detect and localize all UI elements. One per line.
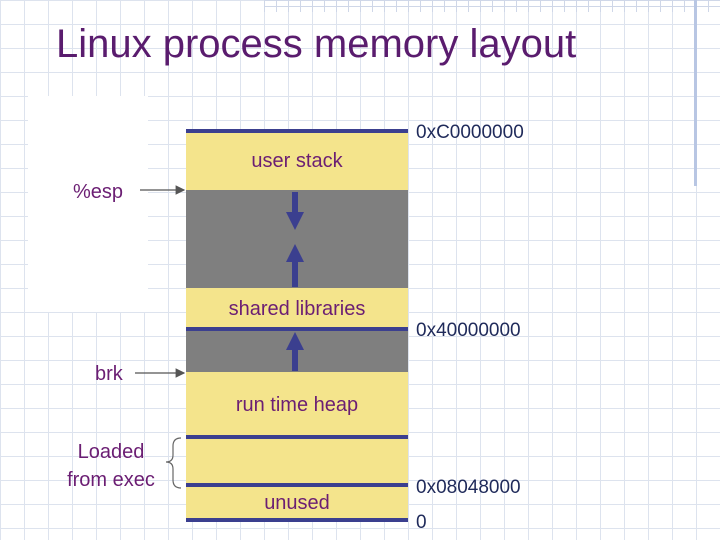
address-libs: 0x40000000: [416, 320, 521, 341]
segment-label-user-stack: user stack: [251, 149, 343, 172]
pointer-label-esp: %esp: [73, 181, 124, 203]
page-title: Linux process memory layout: [56, 22, 577, 66]
pointer-label-brk: brk: [95, 363, 123, 385]
segment-shared-libraries: shared libraries: [186, 288, 408, 330]
annotation-line-2: from exec: [67, 469, 155, 491]
segment-label-unused: unused: [264, 491, 330, 514]
boundary-line-heap: [186, 435, 408, 439]
annotation-line-1: Loaded: [77, 441, 145, 463]
boundary-line-top: [186, 129, 408, 133]
top-decorative-band: [264, 0, 720, 12]
arrow-down-icon: [286, 192, 304, 230]
arrow-up-icon: [286, 244, 304, 287]
segment-exec-image: [186, 438, 408, 486]
segment-run-time-heap: run time heap: [186, 372, 408, 438]
segment-user-stack: user stack: [186, 132, 408, 190]
brace-icon: [165, 437, 182, 489]
segment-unused: unused: [186, 486, 408, 520]
segment-label-run-time-heap: run time heap: [235, 393, 359, 416]
arrow-up-icon: [286, 332, 304, 371]
right-decorative-bar: [694, 0, 697, 186]
boundary-line-bottom: [186, 518, 408, 522]
boundary-line-libs: [186, 327, 408, 331]
annotation-loaded-from-exec: Loaded from exec: [52, 438, 170, 494]
boundary-line-exec: [186, 483, 408, 487]
address-exec-start: 0x08048000: [416, 477, 521, 498]
address-zero: 0: [416, 512, 427, 533]
label-panel: [28, 96, 148, 312]
address-stack-top: 0xC0000000: [416, 122, 524, 143]
segment-label-shared-libraries: shared libraries: [228, 297, 366, 320]
